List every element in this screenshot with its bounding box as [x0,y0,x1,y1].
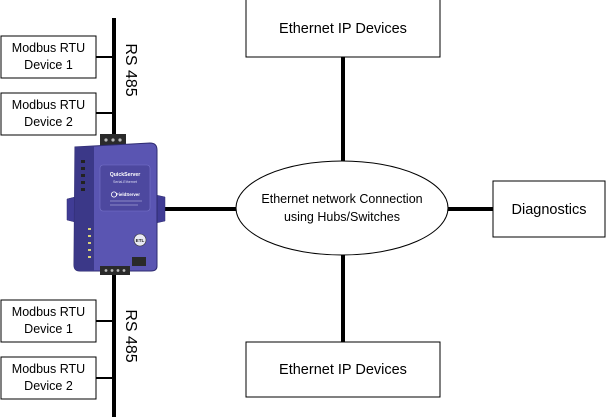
bottom-rs485-label: RS 485 [122,309,139,362]
ethernet-device-box [245,0,441,58]
device-name-label: Modbus RTU [12,98,85,112]
etl-badge-icon [133,233,147,247]
bottom-modbus-device-1: Modbus RTU Device 1 [0,299,97,343]
device-number-label: Device 2 [24,379,73,393]
fieldserver-logo-icon [111,191,118,198]
device-number-label: Device 1 [24,322,73,336]
ethernet-device-label: Ethernet IP Devices [279,21,407,37]
device-name-label: Modbus RTU [12,305,85,319]
device-number-label: Device 2 [24,115,73,129]
gateway-side-panel [74,146,94,271]
diagnostics-label: Diagnostics [512,202,587,218]
ethernet-network-hub: Ethernet network Connection using Hubs/S… [235,160,449,256]
ethernet-device-label: Ethernet IP Devices [279,362,407,378]
top-modbus-device-2: Modbus RTU Device 2 [0,92,97,136]
bottom-modbus-device-2: Modbus RTU Device 2 [0,356,97,400]
bottom-serial-connector [100,266,130,275]
device-box [0,299,97,343]
ethernet-ip-devices-top: Ethernet IP Devices [245,0,441,58]
gateway-logo-text: FieldServer [116,192,140,197]
ethernet-port [132,257,146,266]
quickserver-gateway: QuickServer Serial-Ethernet FieldServer … [66,134,166,275]
device-name-label: Modbus RTU [12,41,85,55]
ethernet-ip-devices-bottom: Ethernet IP Devices [245,341,441,398]
gateway-label-plate [99,164,151,212]
left-mounting-ear [66,196,76,223]
etl-badge-text: ETL [136,238,145,243]
diagnostics-node: Diagnostics [492,180,606,238]
device-name-label: Modbus RTU [12,362,85,376]
gateway-brand-text: QuickServer [110,172,141,178]
connection-lines [96,18,493,417]
diagnostics-box [492,180,606,238]
device-box [0,92,97,136]
gateway-subtitle-text: Serial-Ethernet [113,180,137,184]
top-modbus-device-1: Modbus RTU Device 1 [0,35,97,79]
top-rs485-label: RS 485 [122,43,139,96]
device-box [0,356,97,400]
device-number-label: Device 1 [24,58,73,72]
status-leds [88,228,91,258]
network-ellipse [235,160,449,256]
network-label-line1: Ethernet network Connection [261,192,422,206]
terminal-block [81,160,85,191]
device-box [0,35,97,79]
network-label-line2: using Hubs/Switches [284,210,400,224]
ethernet-device-box [245,341,441,398]
